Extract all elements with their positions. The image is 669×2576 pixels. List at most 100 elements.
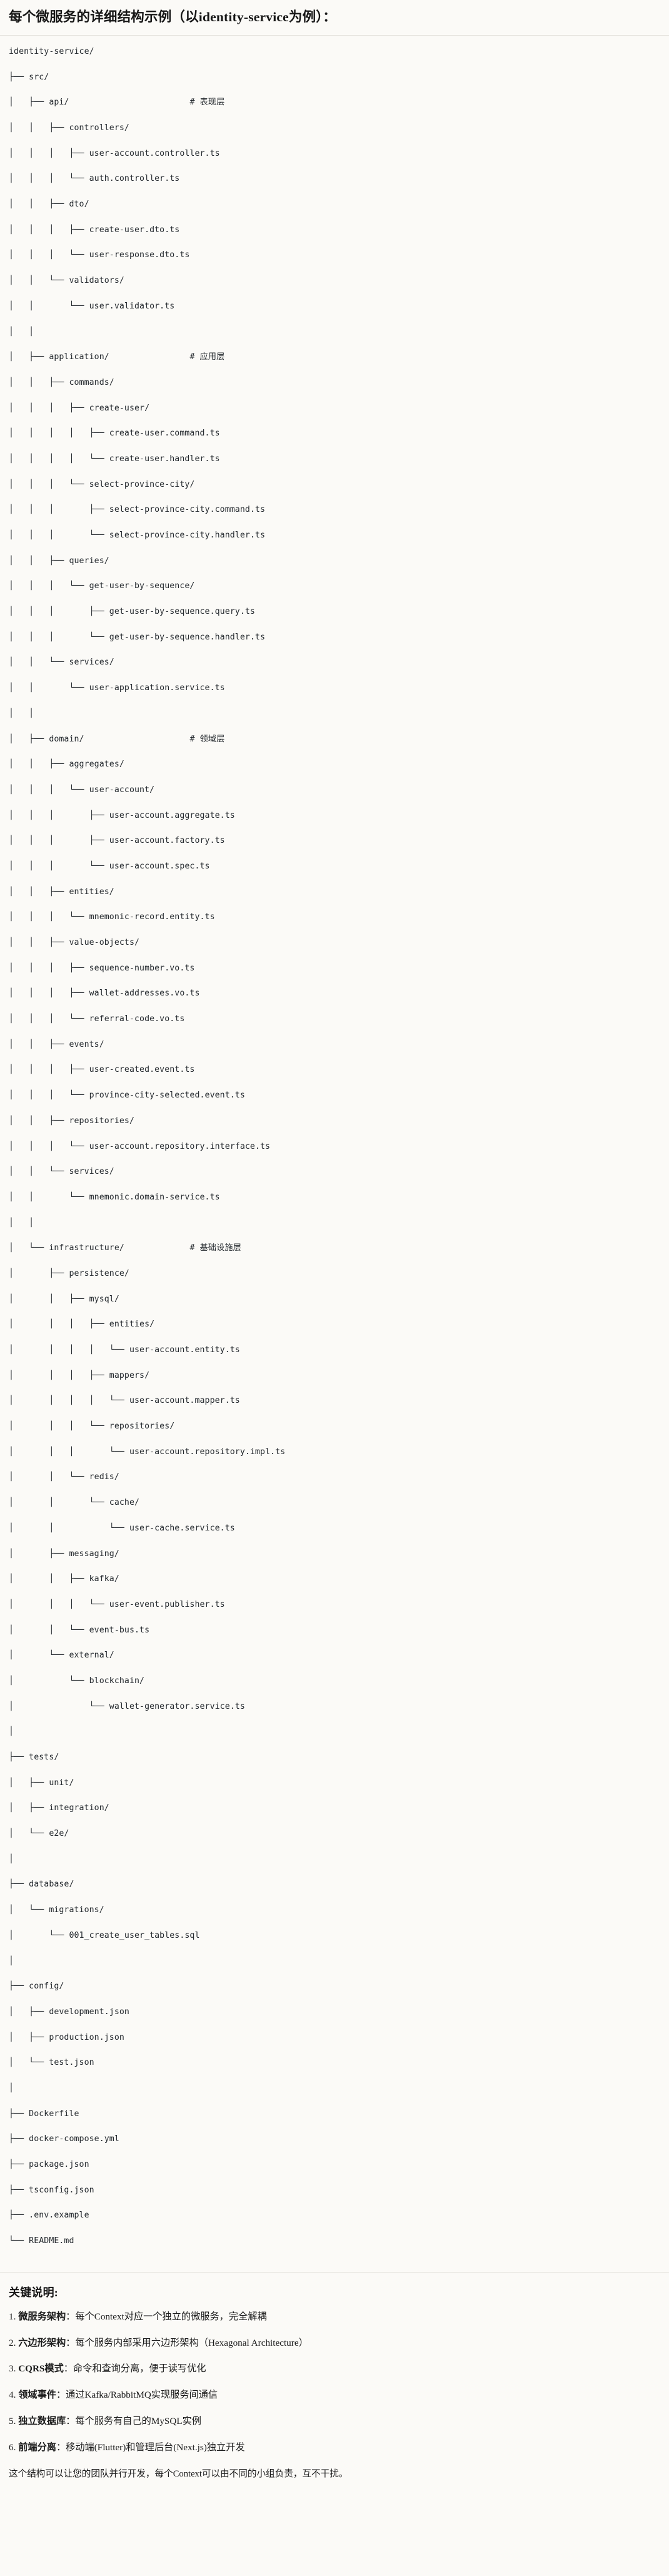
tree-line-comment: # 基础设施层 xyxy=(189,1243,241,1253)
key-note-term: 六边形架构 xyxy=(18,2337,66,2348)
tree-line: │ ├── messaging/ xyxy=(9,1549,119,1559)
tree-line: │ │ │ └── user-event.publisher.ts xyxy=(9,1599,225,1609)
tree-line: │ │ ├── mysql/ xyxy=(9,1294,119,1304)
tree-line-comment: # 领域层 xyxy=(189,734,225,744)
tree-line: │ ├── integration/ xyxy=(9,1803,109,1813)
tree-line: │ │ └── services/ xyxy=(9,658,114,668)
page-title: 每个微服务的详细结构示例（以identity-service为例）： xyxy=(9,9,336,24)
tree-line: │ xyxy=(9,1854,14,1864)
tree-line: │ │ ├── controllers/ xyxy=(9,123,129,133)
key-note-number: 4. xyxy=(9,2390,19,2401)
key-note-number: 3. xyxy=(9,2363,19,2375)
tree-line: │ │ ├── commands/ xyxy=(9,377,114,387)
tree-line: │ │ └── user.validator.ts xyxy=(9,301,175,311)
tree-line: │ │ └── services/ xyxy=(9,1167,114,1177)
tree-line: ├── config/ xyxy=(9,1982,64,1992)
tree-line: │ │ │ ├── user-account.controller.ts xyxy=(9,148,220,158)
tree-line: │ │ ├── repositories/ xyxy=(9,1116,134,1126)
tree-line: │ │ ├── dto/ xyxy=(9,200,89,210)
tree-line: ├── database/ xyxy=(9,1880,74,1890)
tree-line: │ │ └── validators/ xyxy=(9,276,124,286)
tree-line: │ ├── persistence/ xyxy=(9,1268,129,1278)
key-note-description: 每个服务内部采用六边形架构（Hexagonal Architecture） xyxy=(75,2337,308,2348)
tree-line: ├── .env.example xyxy=(9,2211,89,2221)
key-note-separator: ： xyxy=(66,2337,76,2348)
tree-line: └── README.md xyxy=(9,2236,74,2246)
tree-line: │ └── 001_create_user_tables.sql xyxy=(9,1930,200,1940)
key-note-description: 命令和查询分离，便于读写优化 xyxy=(73,2363,206,2375)
tree-line: │ │ │ └── select-province-city.handler.t… xyxy=(9,531,266,540)
tree-line: │ │ │ └── user-account.repository.interf… xyxy=(9,1141,271,1151)
tree-line: │ │ │ ├── mappers/ xyxy=(9,1370,150,1380)
tree-line: │ │ │ └── select-province-city/ xyxy=(9,479,195,489)
tree-line: │ │ │ ├── sequence-number.vo.ts xyxy=(9,963,195,973)
tree-line: │ │ └── mnemonic.domain-service.ts xyxy=(9,1192,220,1202)
tree-line: ├── package.json xyxy=(9,2160,89,2169)
tree-line: │ │ │ └── user-account/ xyxy=(9,785,155,795)
key-note-number: 5. xyxy=(9,2415,19,2426)
tree-line: │ ├── domain/ # 领域层 xyxy=(9,734,225,744)
tree-line: │ │ │ │ └── user-account.entity.ts xyxy=(9,1345,240,1355)
tree-line: │ └── external/ xyxy=(9,1651,114,1661)
tree-line: │ │ │ └── referral-code.vo.ts xyxy=(9,1014,185,1024)
key-note-item: 6. 前端分离：移动端(Flutter)和管理后台(Next.js)独立开发 xyxy=(9,2441,660,2455)
tree-line: │ │ │ └── user-response.dto.ts xyxy=(9,250,190,260)
tree-line: │ │ └── event-bus.ts xyxy=(9,1625,150,1635)
tree-line: │ │ │ │ ├── create-user.command.ts xyxy=(9,429,220,439)
tree-line: │ │ ├── entities/ xyxy=(9,887,114,897)
tree-line: identity-service/ xyxy=(9,46,94,56)
tree-line: │ │ │ └── repositories/ xyxy=(9,1422,175,1432)
tree-line: │ │ │ ├── entities/ xyxy=(9,1320,155,1330)
tree-line: ├── docker-compose.yml xyxy=(9,2134,119,2144)
tree-line: │ │ │ └── user-account.repository.impl.t… xyxy=(9,1447,286,1457)
tree-line: ├── src/ xyxy=(9,72,49,82)
tree-line: │ │ │ └── mnemonic-record.entity.ts xyxy=(9,912,215,922)
key-note-term: 微服务架构 xyxy=(18,2311,66,2322)
key-note-term: 前端分离 xyxy=(18,2441,56,2453)
tree-line: │ │ │ ├── user-created.event.ts xyxy=(9,1065,195,1075)
tree-line: │ xyxy=(9,1727,14,1737)
tree-line: │ │ │ ├── get-user-by-sequence.query.ts xyxy=(9,607,255,617)
tree-line: │ │ │ ├── user-account.factory.ts xyxy=(9,836,225,846)
tree-line: │ └── e2e/ xyxy=(9,1829,69,1839)
key-note-separator: ： xyxy=(66,2311,76,2322)
key-note-term: 领域事件 xyxy=(18,2390,56,2401)
key-note-number: 2. xyxy=(9,2337,19,2348)
key-note-number: 1. xyxy=(9,2311,19,2322)
tree-line: │ │ ├── value-objects/ xyxy=(9,938,140,947)
key-note-item: 3. CQRS模式：命令和查询分离，便于读写优化 xyxy=(9,2362,660,2376)
tree-line-comment: # 表现层 xyxy=(189,98,225,108)
tree-line: │ │ └── user-cache.service.ts xyxy=(9,1523,235,1533)
key-note-description: 每个Context对应一个独立的微服务，完全解耦 xyxy=(75,2311,267,2322)
key-note-term: CQRS模式 xyxy=(18,2363,64,2375)
key-note-item: 1. 微服务架构：每个Context对应一个独立的微服务，完全解耦 xyxy=(9,2310,660,2324)
tree-line: │ xyxy=(9,2083,14,2093)
tree-line: │ └── infrastructure/ # 基础设施层 xyxy=(9,1243,241,1253)
key-note-separator: ： xyxy=(63,2363,73,2375)
tree-line: │ │ │ └── get-user-by-sequence.handler.t… xyxy=(9,632,266,642)
tree-line: │ │ │ └── get-user-by-sequence/ xyxy=(9,581,195,591)
tree-line: │ │ │ ├── create-user.dto.ts xyxy=(9,225,180,235)
tree-line: │ │ │ └── user-account.spec.ts xyxy=(9,861,210,871)
tree-line: │ └── blockchain/ xyxy=(9,1676,145,1686)
tree-line: │ │ xyxy=(9,327,34,337)
directory-tree-block: identity-service/ ├── src/ │ ├── api/ # … xyxy=(0,35,669,2273)
tree-line: │ │ └── cache/ xyxy=(9,1498,140,1508)
key-note-description: 移动端(Flutter)和管理后台(Next.js)独立开发 xyxy=(66,2441,245,2453)
tree-line-comment: # 应用层 xyxy=(189,352,225,362)
tree-line: │ │ └── redis/ xyxy=(9,1472,119,1482)
document-header: 每个微服务的详细结构示例（以identity-service为例）： xyxy=(0,0,669,36)
key-note-description: 每个服务有自己的MySQL实例 xyxy=(75,2415,201,2426)
tree-line: │ │ ├── queries/ xyxy=(9,556,109,566)
key-notes-footer: 这个结构可以让您的团队并行开发，每个Context可以由不同的小组负责，互不干扰… xyxy=(9,2468,348,2479)
key-note-item: 5. 独立数据库：每个服务有自己的MySQL实例 xyxy=(9,2415,660,2429)
tree-line: │ │ │ ├── select-province-city.command.t… xyxy=(9,505,266,515)
tree-line: │ │ │ │ └── user-account.mapper.ts xyxy=(9,1396,240,1406)
tree-line: │ │ xyxy=(9,708,34,718)
tree-line: │ └── migrations/ xyxy=(9,1905,104,1915)
tree-line: ├── tests/ xyxy=(9,1753,59,1762)
directory-tree: identity-service/ ├── src/ │ ├── api/ # … xyxy=(9,46,660,2261)
key-note-separator: ： xyxy=(56,2390,66,2401)
